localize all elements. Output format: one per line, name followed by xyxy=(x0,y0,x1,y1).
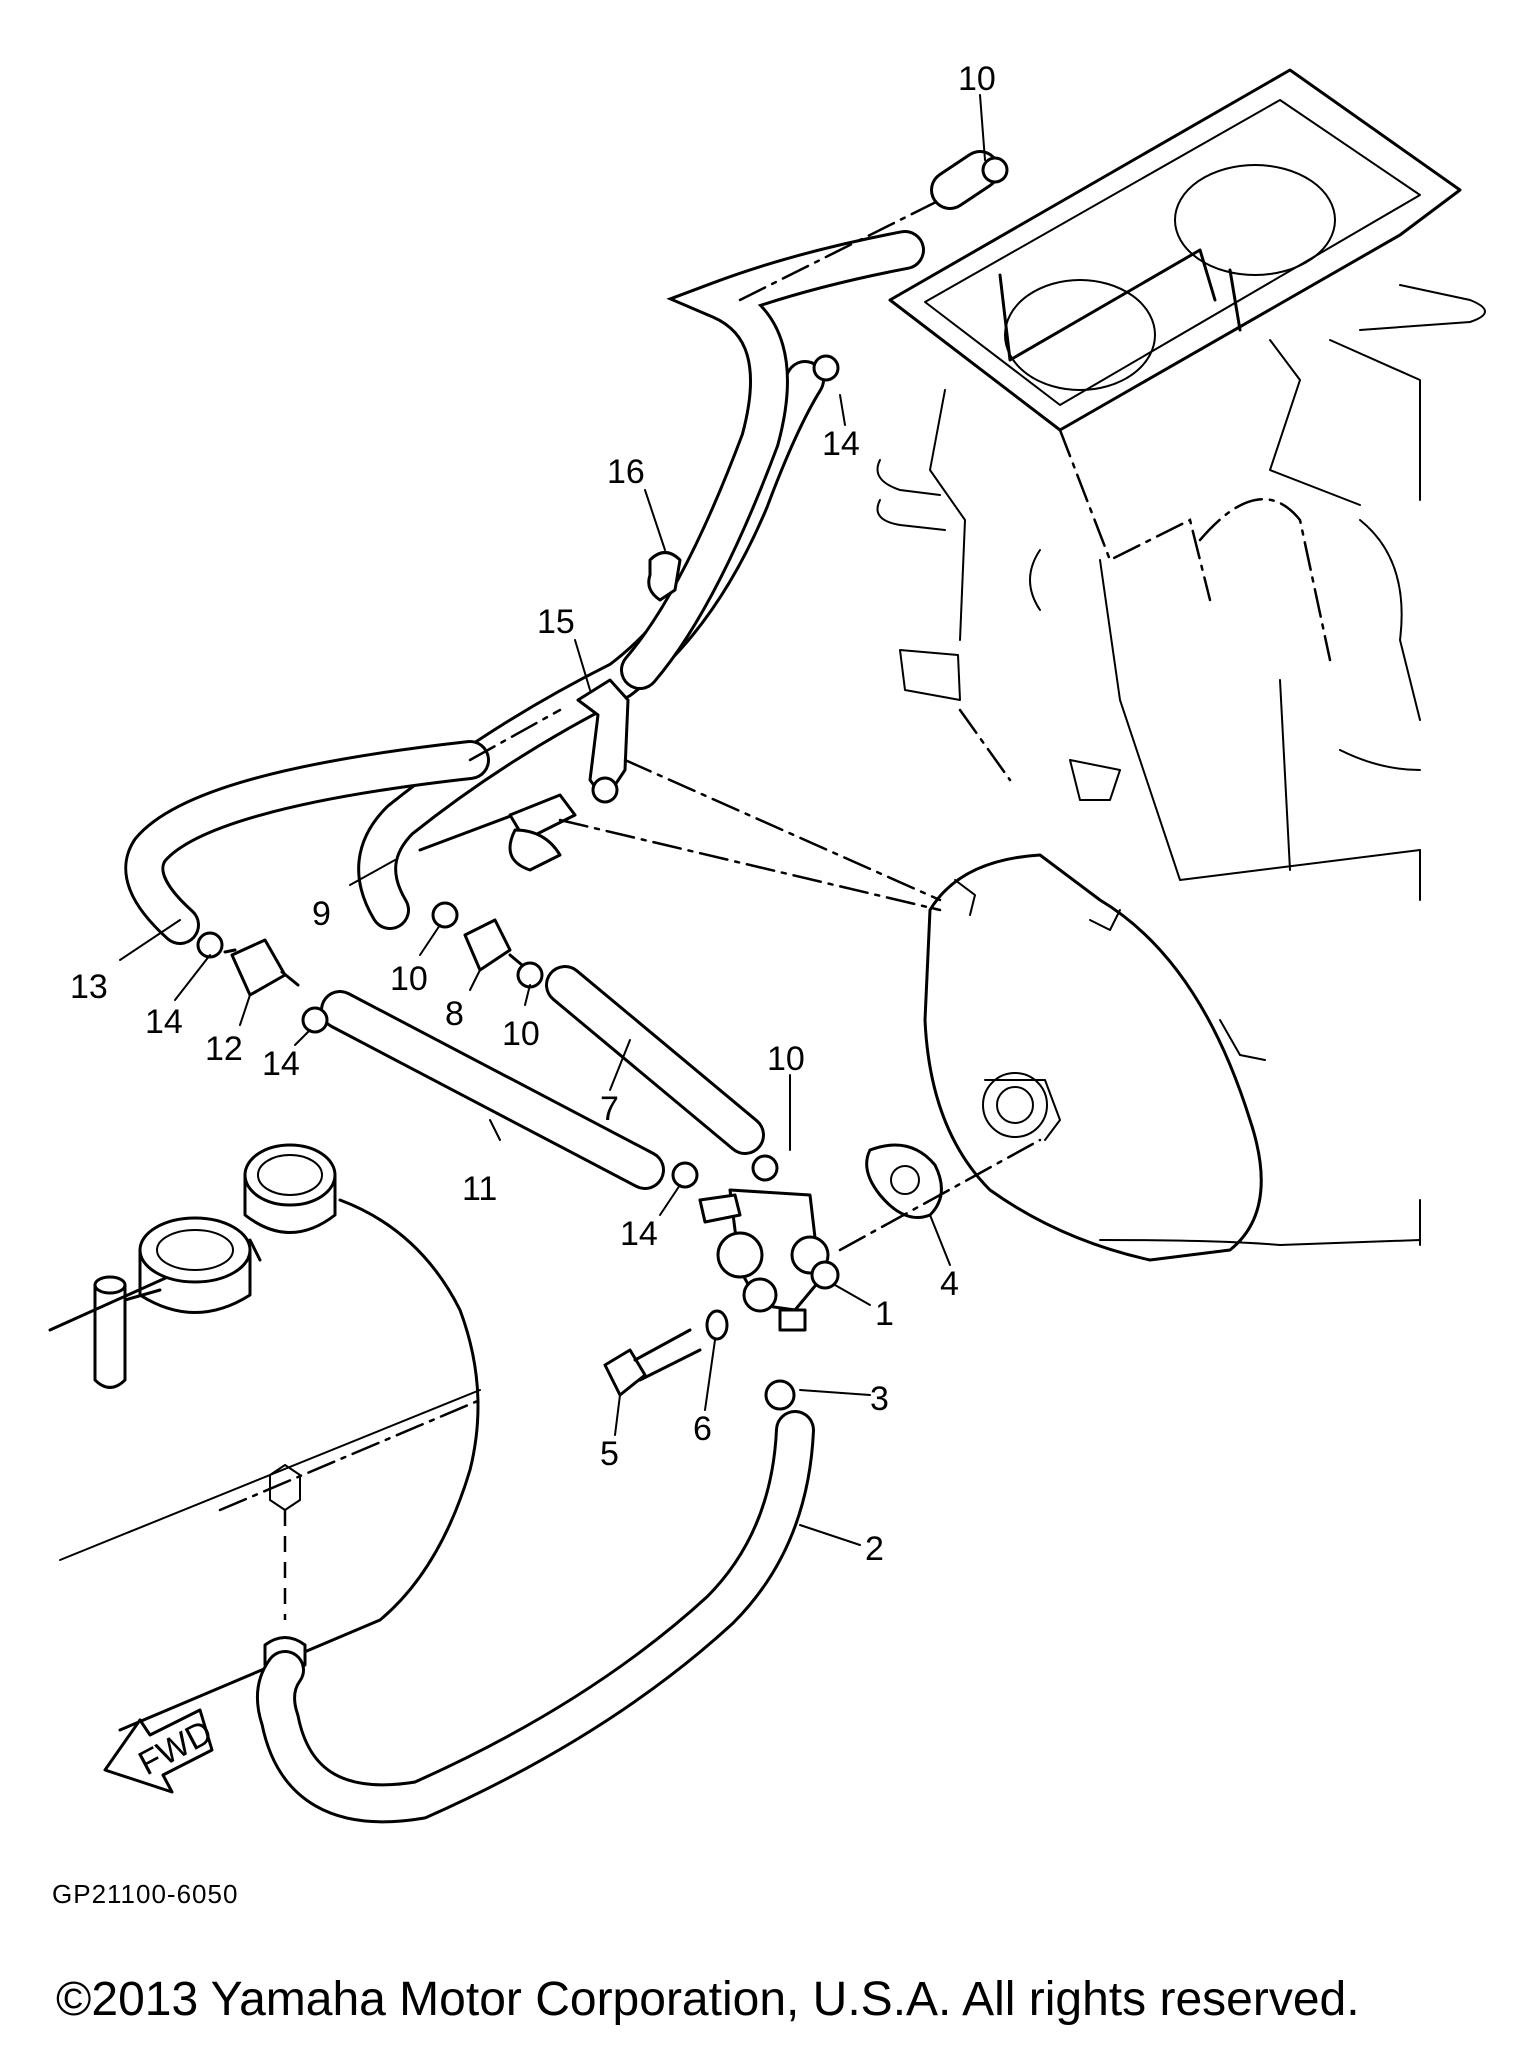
fuel-hoses xyxy=(124,150,1000,1824)
callout-12: 12 xyxy=(205,1030,243,1068)
callout-16: 16 xyxy=(607,453,645,491)
callout-14-lower: 14 xyxy=(620,1215,658,1253)
fuel-tank xyxy=(48,1143,482,1732)
callout-2: 2 xyxy=(865,1530,884,1568)
callout-14-mid: 14 xyxy=(262,1045,300,1083)
callout-10-top: 10 xyxy=(958,60,996,98)
valve-8 xyxy=(463,918,512,972)
small-parts: FWD xyxy=(103,156,1042,1794)
callout-14-upper: 14 xyxy=(822,425,860,463)
callout-14-left: 14 xyxy=(145,1003,183,1041)
fwd-arrow xyxy=(103,1708,214,1794)
callout-13: 13 xyxy=(70,968,108,1006)
callout-15: 15 xyxy=(537,603,575,641)
gasket-4 xyxy=(865,1143,943,1219)
filter-12 xyxy=(230,938,287,997)
callout-3: 3 xyxy=(870,1380,889,1418)
leader-lines xyxy=(119,94,986,1546)
callout-10-lower: 10 xyxy=(767,1040,805,1078)
callout-7: 7 xyxy=(600,1090,619,1128)
clip-16 xyxy=(647,551,682,602)
callout-1: 1 xyxy=(875,1295,894,1333)
callout-4: 4 xyxy=(940,1265,959,1303)
callout-9: 9 xyxy=(312,895,331,933)
callout-8: 8 xyxy=(445,995,464,1033)
washer-6 xyxy=(705,1309,729,1341)
copyright-notice: ©2013 Yamaha Motor Corporation, U.S.A. A… xyxy=(56,1973,1360,2026)
callout-11: 11 xyxy=(462,1170,497,1208)
callout-10-mid: 10 xyxy=(390,960,428,998)
drawing-code: GP21100-6050 xyxy=(52,1879,238,1909)
magneto-cover xyxy=(923,853,1421,1262)
callout-10-right: 10 xyxy=(502,1015,540,1053)
callout-labels: 10 14 16 15 9 13 14 12 14 10 8 10 7 10 1… xyxy=(70,60,996,1568)
engine-block xyxy=(876,68,1486,901)
callout-6: 6 xyxy=(693,1410,712,1448)
callout-5: 5 xyxy=(600,1435,619,1473)
